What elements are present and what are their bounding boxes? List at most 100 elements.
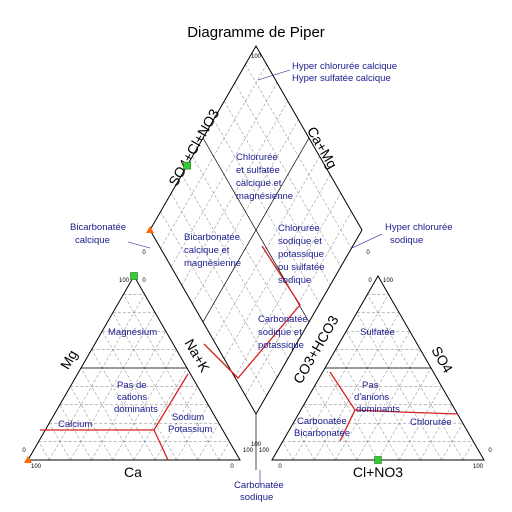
cation-grid-r <box>197 423 220 461</box>
facies-sodium-2: Potassium <box>168 424 212 435</box>
red-boundary-cation-b <box>153 429 169 461</box>
cation-grid-l <box>112 312 198 461</box>
facies-hyper-chl-na-2: sodique <box>390 235 423 246</box>
sample-point-0 <box>130 272 138 280</box>
axis-label-ca-mg: Ca+Mg <box>304 124 341 171</box>
chart-title: Diagramme de Piper <box>187 24 325 41</box>
tick-cation-br-bottom: 0 <box>230 464 234 470</box>
anion-grid-l <box>282 441 294 461</box>
tick-anion-br: 0 <box>488 448 492 454</box>
facies-chl-na-1: Chlorurée <box>278 223 320 234</box>
facies-hyper-sulf-ca: Hyper sulfatée calcique <box>292 73 391 84</box>
facies-hyper-chl-ca: Hyper chlorurée calcique <box>292 61 397 72</box>
pointer-bic-ca <box>127 241 151 249</box>
anion-grid-r <box>441 423 464 461</box>
anion-grid-r <box>398 386 442 461</box>
cation-grid-l <box>48 423 71 461</box>
anion-grid-r <box>292 294 389 461</box>
anion-grid-l <box>324 367 379 461</box>
facies-chl-na-5: sodique <box>278 275 311 286</box>
sample-point-2 <box>374 456 382 464</box>
pointer-hyper-ca <box>257 69 291 81</box>
tick-anion-top-right: 100 <box>383 278 394 284</box>
facies-chloruree: Chlorurée <box>410 417 452 428</box>
pointer-hyper-na <box>351 233 383 249</box>
facies-sulfatee: Sulfatée <box>360 327 395 338</box>
tick-cation-bl-bottom: 100 <box>31 464 42 470</box>
facies-boundaries <box>40 245 459 461</box>
tick-cation-br: 100 <box>243 448 254 454</box>
facies-chl-sulf-3: calcique et <box>236 178 282 189</box>
tick-diamond-left: 0 <box>142 250 146 256</box>
red-boundary-diamond <box>203 245 301 379</box>
facies-bic-ca-mg-3: magnésienne <box>184 258 241 269</box>
facies-bic-ca-1: Bicarbonatée <box>70 222 126 233</box>
red-boundary-anion-b <box>354 409 459 415</box>
tick-diamond-right: 0 <box>366 250 370 256</box>
anion-grid-l <box>303 404 336 461</box>
facies-no-anion-3: dominants <box>356 404 400 415</box>
axis-label-ca: Ca <box>124 464 142 480</box>
label-pointers <box>127 69 383 484</box>
facies-no-anion-2: d'anions <box>354 392 389 403</box>
anion-grid-r <box>377 367 432 461</box>
cation-grid-l <box>70 386 114 461</box>
facies-bic-ca-mg-1: Bicarbonatée <box>184 232 240 243</box>
anion-grid-r <box>314 312 400 461</box>
anion-grid-r <box>462 441 474 461</box>
axis-label-so4-cl-no3: SO4+Cl+NO3 <box>165 106 222 189</box>
facies-chl-sulf-1: Chlorurée <box>236 152 278 163</box>
tick-anion-bl: 100 <box>259 448 270 454</box>
facies-carb-na-3: potassique <box>258 340 304 351</box>
tick-anion-bl-bottom: 0 <box>278 464 282 470</box>
axis-label-cl-no3: Cl+NO3 <box>353 464 403 480</box>
sample-point-3 <box>183 161 191 170</box>
cation-grid-l <box>123 294 220 461</box>
sample-point-4 <box>146 226 154 233</box>
facies-carb-sod-1: Carbonatée <box>234 480 284 491</box>
axis-label-mg: Mg <box>57 347 81 372</box>
grid-lines <box>38 64 474 461</box>
sample-points <box>24 161 382 464</box>
facies-bic-ca-mg-2: calcique et <box>184 245 230 256</box>
facies-carb-sod-2: sodique <box>240 492 273 503</box>
anion-grid-l <box>367 294 464 461</box>
anion-grid-r <box>420 404 453 461</box>
axis-label-na-k: Na+K <box>182 336 214 375</box>
facies-sodium-1: Sodium <box>172 412 204 423</box>
tick-anion-br-bottom: 100 <box>473 464 484 470</box>
cation-grid-l <box>59 404 92 461</box>
facies-chl-na-3: potassique <box>278 249 324 260</box>
anion-grid-l <box>356 312 442 461</box>
facies-chl-na-2: sodique et <box>278 236 322 247</box>
facies-carb-na-2: sodique et <box>258 327 302 338</box>
facies-carbonatee: Carbonatée <box>297 416 347 427</box>
anion-grid-l <box>292 423 315 461</box>
diamond-outline <box>149 44 363 416</box>
cation-grid-l <box>38 441 50 461</box>
tick-cation-top-left: 100 <box>119 278 130 284</box>
triangle-outlines <box>27 44 485 470</box>
facies-no-cation-3: dominants <box>114 404 158 415</box>
cation-grid-r <box>133 367 188 461</box>
cation-grid-r <box>48 294 145 461</box>
cation-grid-r <box>154 386 198 461</box>
anion-grid-l <box>314 386 358 461</box>
facies-bicarbonatee: Bicarbonatée <box>294 428 350 439</box>
facies-calcium: Calcium <box>58 419 92 430</box>
facies-magnesium: Magnésium <box>108 327 157 338</box>
cation-grid-r <box>70 312 156 461</box>
facies-chl-na-4: ou sulfatée <box>278 262 324 273</box>
tick-anion-top-left: 0 <box>368 278 372 284</box>
sample-point-1 <box>24 456 32 463</box>
facies-no-anion-1: Pas <box>362 380 379 391</box>
cation-grid-l <box>80 367 135 461</box>
facies-chl-sulf-2: et sulfatée <box>236 165 280 176</box>
facies-hyper-chl-na-1: Hyper chlorurée <box>385 222 453 233</box>
diamond-separator-b <box>202 137 310 323</box>
tick-diamond-top: 100 <box>251 54 262 60</box>
tick-cation-top-right: 0 <box>142 278 146 284</box>
cation-grid-r <box>218 441 230 461</box>
